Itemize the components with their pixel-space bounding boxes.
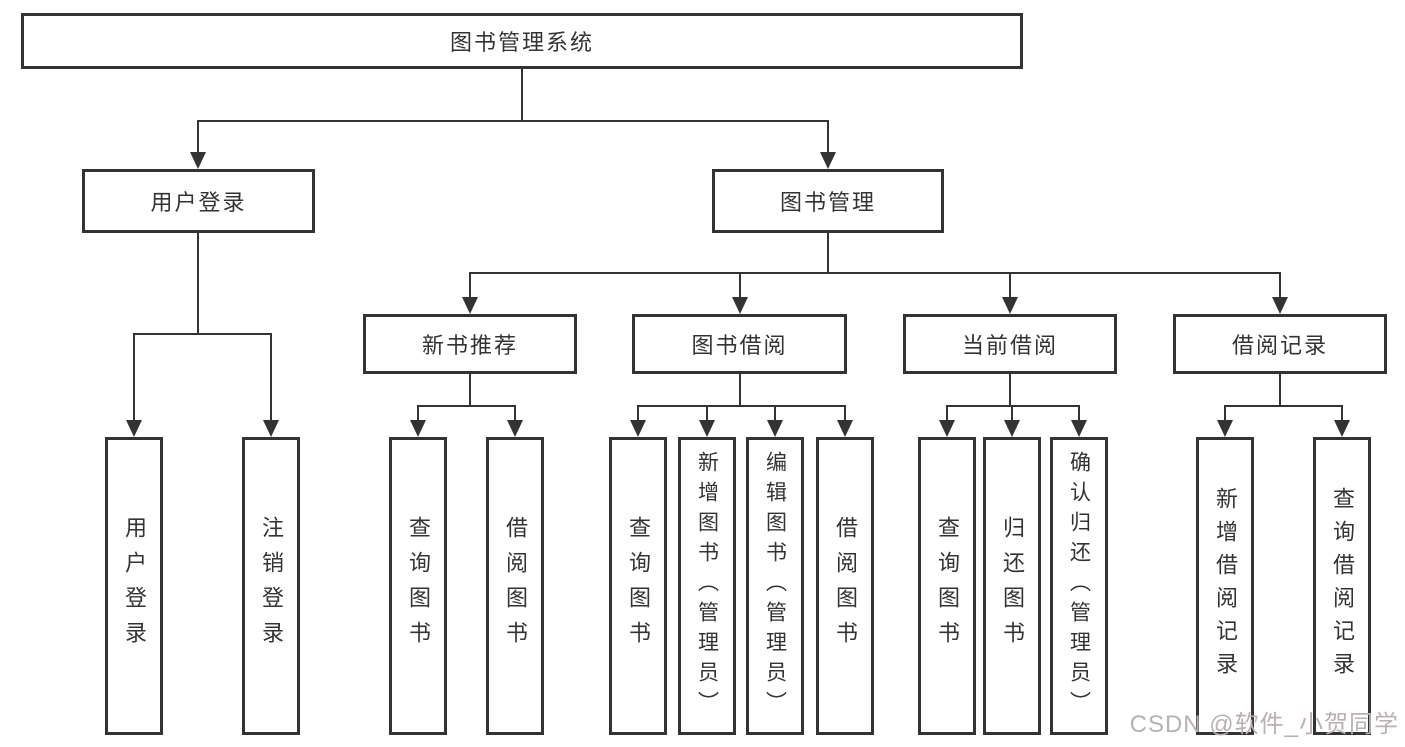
arrow-down-icon bbox=[1071, 420, 1087, 437]
leaf-borrow-book-recommend: 借阅图书 bbox=[486, 437, 544, 735]
connector-line bbox=[637, 405, 846, 407]
arrow-down-icon bbox=[410, 420, 426, 437]
connector-line bbox=[774, 405, 776, 422]
connector-line bbox=[739, 374, 741, 407]
leaf-label: 用户登录 bbox=[122, 516, 147, 656]
node-borrow-record: 借阅记录 bbox=[1173, 314, 1387, 374]
connector-line bbox=[1341, 405, 1343, 422]
connector-line bbox=[637, 405, 639, 422]
connector-line bbox=[270, 333, 272, 422]
connector-line bbox=[1078, 405, 1080, 422]
connector-line bbox=[469, 272, 471, 299]
node-current-borrow: 当前借阅 bbox=[903, 314, 1117, 374]
node-book-borrow: 图书借阅 bbox=[632, 314, 847, 374]
arrow-down-icon bbox=[699, 420, 715, 437]
arrow-down-icon bbox=[1217, 420, 1233, 437]
leaf-return-book: 归还图书 bbox=[983, 437, 1041, 735]
arrow-down-icon bbox=[1004, 420, 1020, 437]
connector-line bbox=[469, 272, 1281, 274]
connector-line bbox=[844, 405, 846, 422]
arrow-down-icon bbox=[1272, 297, 1288, 314]
leaf-edit-book-admin: 编辑图书（管理员） bbox=[746, 437, 804, 735]
leaf-add-book-admin: 新增图书（管理员） bbox=[678, 437, 736, 735]
leaf-label: 归还图书 bbox=[1000, 516, 1025, 656]
leaf-add-borrow-record: 新增借阅记录 bbox=[1196, 437, 1254, 735]
leaf-label: 查询借阅记录 bbox=[1330, 487, 1355, 685]
leaf-label: 借阅图书 bbox=[503, 516, 528, 656]
connector-line bbox=[706, 405, 708, 422]
arrow-down-icon bbox=[732, 297, 748, 314]
arrow-down-icon bbox=[939, 420, 955, 437]
connector-line bbox=[133, 333, 135, 422]
arrow-down-icon bbox=[630, 420, 646, 437]
connector-line bbox=[1224, 405, 1226, 422]
node-label: 当前借阅 bbox=[961, 333, 1058, 358]
node-label: 图书借阅 bbox=[691, 333, 788, 358]
node-label: 图书管理系统 bbox=[449, 30, 594, 55]
connector-line bbox=[417, 405, 419, 422]
connector-line bbox=[133, 333, 272, 335]
arrow-down-icon bbox=[263, 420, 279, 437]
connector-line bbox=[739, 272, 741, 299]
arrow-down-icon bbox=[820, 152, 836, 169]
leaf-label: 新增借阅记录 bbox=[1213, 487, 1238, 685]
connector-line bbox=[827, 232, 829, 274]
leaf-label: 借阅图书 bbox=[833, 516, 858, 656]
connector-line bbox=[1009, 374, 1011, 407]
leaf-query-book-borrow: 查询图书 bbox=[609, 437, 667, 735]
arrow-down-icon bbox=[126, 420, 142, 437]
arrow-down-icon bbox=[507, 420, 523, 437]
arrow-down-icon bbox=[767, 420, 783, 437]
leaf-label: 注销登录 bbox=[259, 516, 284, 656]
leaf-query-book-recommend: 查询图书 bbox=[389, 437, 447, 735]
connector-line bbox=[1279, 374, 1281, 407]
connector-line bbox=[469, 374, 471, 407]
connector-line bbox=[1224, 405, 1343, 407]
leaf-label: 确认归还（管理员） bbox=[1067, 451, 1091, 721]
connector-line bbox=[197, 120, 829, 122]
connector-line bbox=[946, 405, 948, 422]
node-label: 借阅记录 bbox=[1231, 333, 1328, 358]
arrow-down-icon bbox=[462, 297, 478, 314]
connector-line bbox=[521, 68, 523, 122]
node-label: 图书管理 bbox=[779, 190, 876, 215]
leaf-label: 新增图书（管理员） bbox=[695, 451, 719, 721]
connector-line bbox=[417, 405, 516, 407]
node-label: 用户登录 bbox=[150, 190, 247, 215]
leaf-user-logout: 注销登录 bbox=[242, 437, 300, 735]
connector-line bbox=[946, 405, 1080, 407]
leaf-label: 查询图书 bbox=[626, 516, 651, 656]
node-user-login-module: 用户登录 bbox=[82, 169, 315, 233]
node-label: 新书推荐 bbox=[421, 333, 518, 358]
leaf-label: 查询图书 bbox=[406, 516, 431, 656]
leaf-label: 编辑图书（管理员） bbox=[763, 451, 787, 721]
leaf-borrow-book: 借阅图书 bbox=[816, 437, 874, 735]
leaf-label: 查询图书 bbox=[935, 516, 960, 656]
arrow-down-icon bbox=[1334, 420, 1350, 437]
arrow-down-icon bbox=[190, 152, 206, 169]
arrow-down-icon bbox=[837, 420, 853, 437]
connector-line bbox=[1009, 272, 1011, 299]
connector-line bbox=[1011, 405, 1013, 422]
node-root-library-system: 图书管理系统 bbox=[21, 13, 1023, 69]
node-new-book-recommend: 新书推荐 bbox=[363, 314, 577, 374]
node-book-management-module: 图书管理 bbox=[712, 169, 944, 233]
connector-line bbox=[197, 120, 199, 154]
leaf-user-login: 用户登录 bbox=[105, 437, 163, 735]
connector-line bbox=[827, 120, 829, 154]
connector-line bbox=[197, 232, 199, 335]
leaf-query-book-current: 查询图书 bbox=[918, 437, 976, 735]
connector-line bbox=[1279, 272, 1281, 299]
arrow-down-icon bbox=[1002, 297, 1018, 314]
leaf-confirm-return-admin: 确认归还（管理员） bbox=[1050, 437, 1108, 735]
connector-line bbox=[514, 405, 516, 422]
leaf-query-borrow-record: 查询借阅记录 bbox=[1313, 437, 1371, 735]
